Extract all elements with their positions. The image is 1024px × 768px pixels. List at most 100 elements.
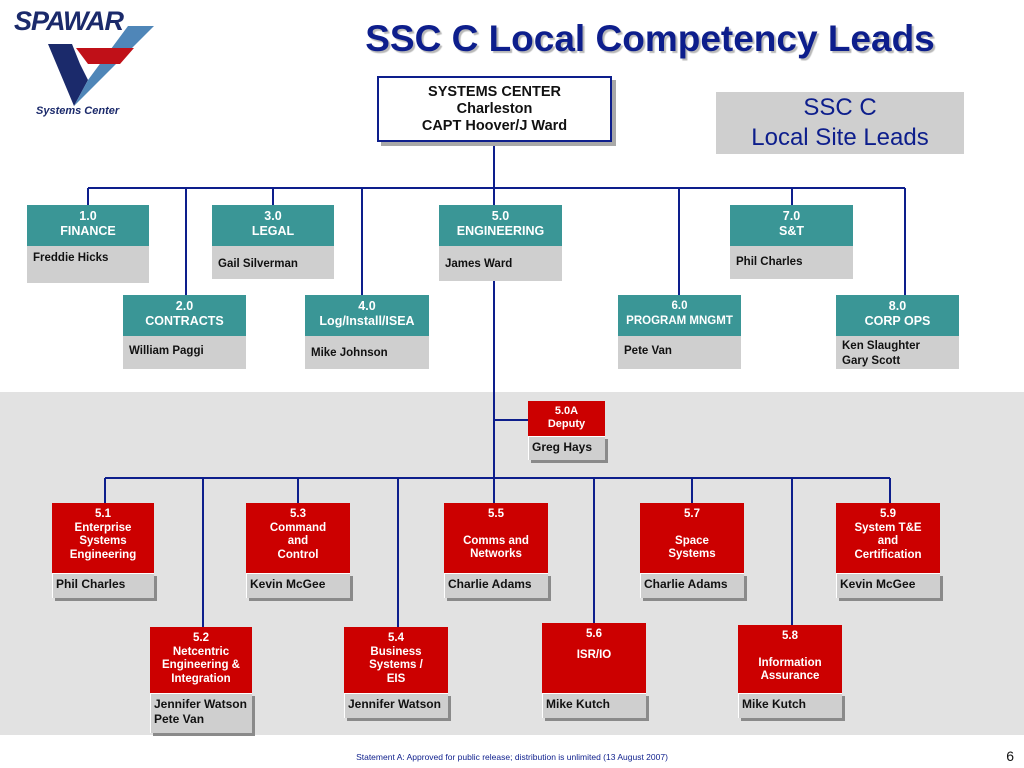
org-label: PROGRAM MNGMT xyxy=(626,315,733,327)
org-label: CORP OPS xyxy=(864,314,931,328)
org-lead-1: Ken Slaughter xyxy=(842,340,920,352)
page-number: 6 xyxy=(1006,748,1014,764)
org-header: 1.0 FINANCE xyxy=(27,205,149,246)
comp-label-line: Comms and xyxy=(463,534,529,547)
comp-box-5-8: 5.8 Information Assurance Mike Kutch xyxy=(738,625,842,718)
org-header: 6.0 PROGRAM MNGMT xyxy=(618,295,741,336)
site-leads-line2: Local Site Leads xyxy=(751,124,929,151)
comp-label-line: System T&E xyxy=(854,521,922,534)
spawar-logo: SPAWAR Systems Center xyxy=(14,6,164,121)
org-box-corp-ops: 8.0 CORP OPS Ken Slaughter Gary Scott xyxy=(836,295,959,369)
org-lead: Pete Van xyxy=(618,336,741,369)
comp-code: 5.7 xyxy=(684,508,700,520)
deputy-header: 5.0A Deputy xyxy=(528,401,605,436)
comp-header: 5.8 Information Assurance xyxy=(738,625,842,693)
comp-label-line: Engineering xyxy=(69,548,137,561)
org-code: 3.0 xyxy=(264,209,282,223)
comp-box-5-7: 5.7 Space Systems Charlie Adams xyxy=(640,503,744,598)
comp-code: 5.6 xyxy=(586,628,602,640)
comp-lead: Charlie Adams xyxy=(640,573,744,598)
comp-code: 5.8 xyxy=(782,630,798,642)
systems-center-line1: SYSTEMS CENTER xyxy=(428,84,561,100)
org-code: 8.0 xyxy=(888,299,907,313)
comp-spacer xyxy=(738,644,842,657)
systems-center-line3: CAPT Hoover/J Ward xyxy=(421,118,568,134)
release-statement: Statement A: Approved for public release… xyxy=(356,752,668,762)
comp-spacer xyxy=(542,642,646,649)
org-code: 1.0 xyxy=(79,209,97,223)
org-box-engineering: 5.0 ENGINEERING James Ward xyxy=(439,205,562,281)
org-label: ENGINEERING xyxy=(456,224,545,238)
org-lead: Phil Charles xyxy=(730,246,853,279)
org-box-program-mngmt: 6.0 PROGRAM MNGMT Pete Van xyxy=(618,295,741,369)
org-box-log-install-isea: 4.0 Log/Install/ISEA Mike Johnson xyxy=(305,295,429,369)
comp-box-5-6: 5.6 ISR/IO Mike Kutch xyxy=(542,623,646,718)
comp-label-line: Business xyxy=(370,645,422,658)
comp-label-line: Space xyxy=(675,534,709,547)
comp-header: 5.2 Netcentric Engineering & Integration xyxy=(150,627,252,693)
org-label: LEGAL xyxy=(251,224,295,238)
comp-code: 5.1 xyxy=(95,508,111,520)
comp-label-line: Systems xyxy=(668,548,716,560)
comp-code: 5.4 xyxy=(388,632,404,644)
org-lead: Ken Slaughter Gary Scott xyxy=(836,336,959,369)
comp-label-line: Systems / xyxy=(369,659,423,671)
systems-center-line2: Charleston xyxy=(456,101,533,117)
org-lead: Freddie Hicks xyxy=(27,246,149,283)
org-header: 4.0 Log/Install/ISEA xyxy=(305,295,429,336)
site-leads-line1: SSC C xyxy=(803,94,877,121)
comp-code: 5.9 xyxy=(880,508,896,520)
comp-header: 5.7 Space Systems xyxy=(640,503,744,573)
comp-box-5-3: 5.3 Command and Control Kevin McGee xyxy=(246,503,350,598)
comp-label-line: ISR/IO xyxy=(576,648,612,661)
comp-label-line: Command xyxy=(269,521,327,534)
deputy-label: Deputy xyxy=(547,418,586,430)
org-code: 2.0 xyxy=(175,299,194,313)
deputy-lead: Greg Hays xyxy=(528,436,605,460)
comp-lead: Mike Kutch xyxy=(542,693,646,718)
comp-header: 5.1 Enterprise Systems Engineering xyxy=(52,503,154,573)
comp-lead: Jennifer Watson Pete Van xyxy=(150,693,252,733)
comp-label-line: and xyxy=(877,535,899,547)
comp-lead: Charlie Adams xyxy=(444,573,548,598)
org-header: 7.0 S&T xyxy=(730,205,853,246)
comp-label-line: Netcentric xyxy=(172,645,230,658)
org-label: CONTRACTS xyxy=(145,314,224,328)
comp-label-line: Systems xyxy=(79,535,127,547)
org-lead: Gail Silverman xyxy=(212,246,334,279)
org-code: 4.0 xyxy=(358,299,376,313)
comp-lead: Phil Charles xyxy=(52,573,154,598)
comp-header: 5.6 ISR/IO xyxy=(542,623,646,693)
org-code: 6.0 xyxy=(671,300,688,312)
org-box-st: 7.0 S&T Phil Charles xyxy=(730,205,853,279)
comp-label-line: Control xyxy=(277,548,319,561)
comp-label-line: Certification xyxy=(854,548,922,561)
comp-box-5-1: 5.1 Enterprise Systems Engineering Phil … xyxy=(52,503,154,598)
comp-label-line: Engineering & xyxy=(162,659,240,671)
org-lead: William Paggi xyxy=(123,336,246,369)
org-label: Log/Install/ISEA xyxy=(319,314,415,328)
comp-header: 5.9 System T&E and Certification xyxy=(836,503,940,573)
comp-header: 5.5 Comms and Networks xyxy=(444,503,548,573)
org-header: 5.0 ENGINEERING xyxy=(439,205,562,246)
comp-lead: Mike Kutch xyxy=(738,693,842,718)
comp-header: 5.4 Business Systems / EIS xyxy=(344,627,448,693)
comp-header: 5.3 Command and Control xyxy=(246,503,350,573)
logo-wordmark: SPAWAR xyxy=(14,6,124,36)
comp-label-line: Assurance xyxy=(760,670,820,682)
comp-label-line: Integration xyxy=(171,672,231,685)
comp-label-line: Networks xyxy=(470,548,522,560)
comp-code: 5.2 xyxy=(193,632,209,644)
comp-label-line: Enterprise xyxy=(74,521,132,534)
org-header: 8.0 CORP OPS xyxy=(836,295,959,336)
site-leads-box: SSC C Local Site Leads xyxy=(716,92,964,154)
comp-box-5-2: 5.2 Netcentric Engineering & Integration… xyxy=(150,627,252,733)
org-box-finance: 1.0 FINANCE Freddie Hicks xyxy=(27,205,149,283)
logo-subtitle: Systems Center xyxy=(36,105,120,117)
page-title: SSC C Local Competency Leads xyxy=(365,18,935,59)
org-lead: Mike Johnson xyxy=(305,336,429,369)
org-label: S&T xyxy=(779,224,804,238)
comp-label-line: Information xyxy=(758,656,822,669)
comp-spacer xyxy=(444,522,548,535)
